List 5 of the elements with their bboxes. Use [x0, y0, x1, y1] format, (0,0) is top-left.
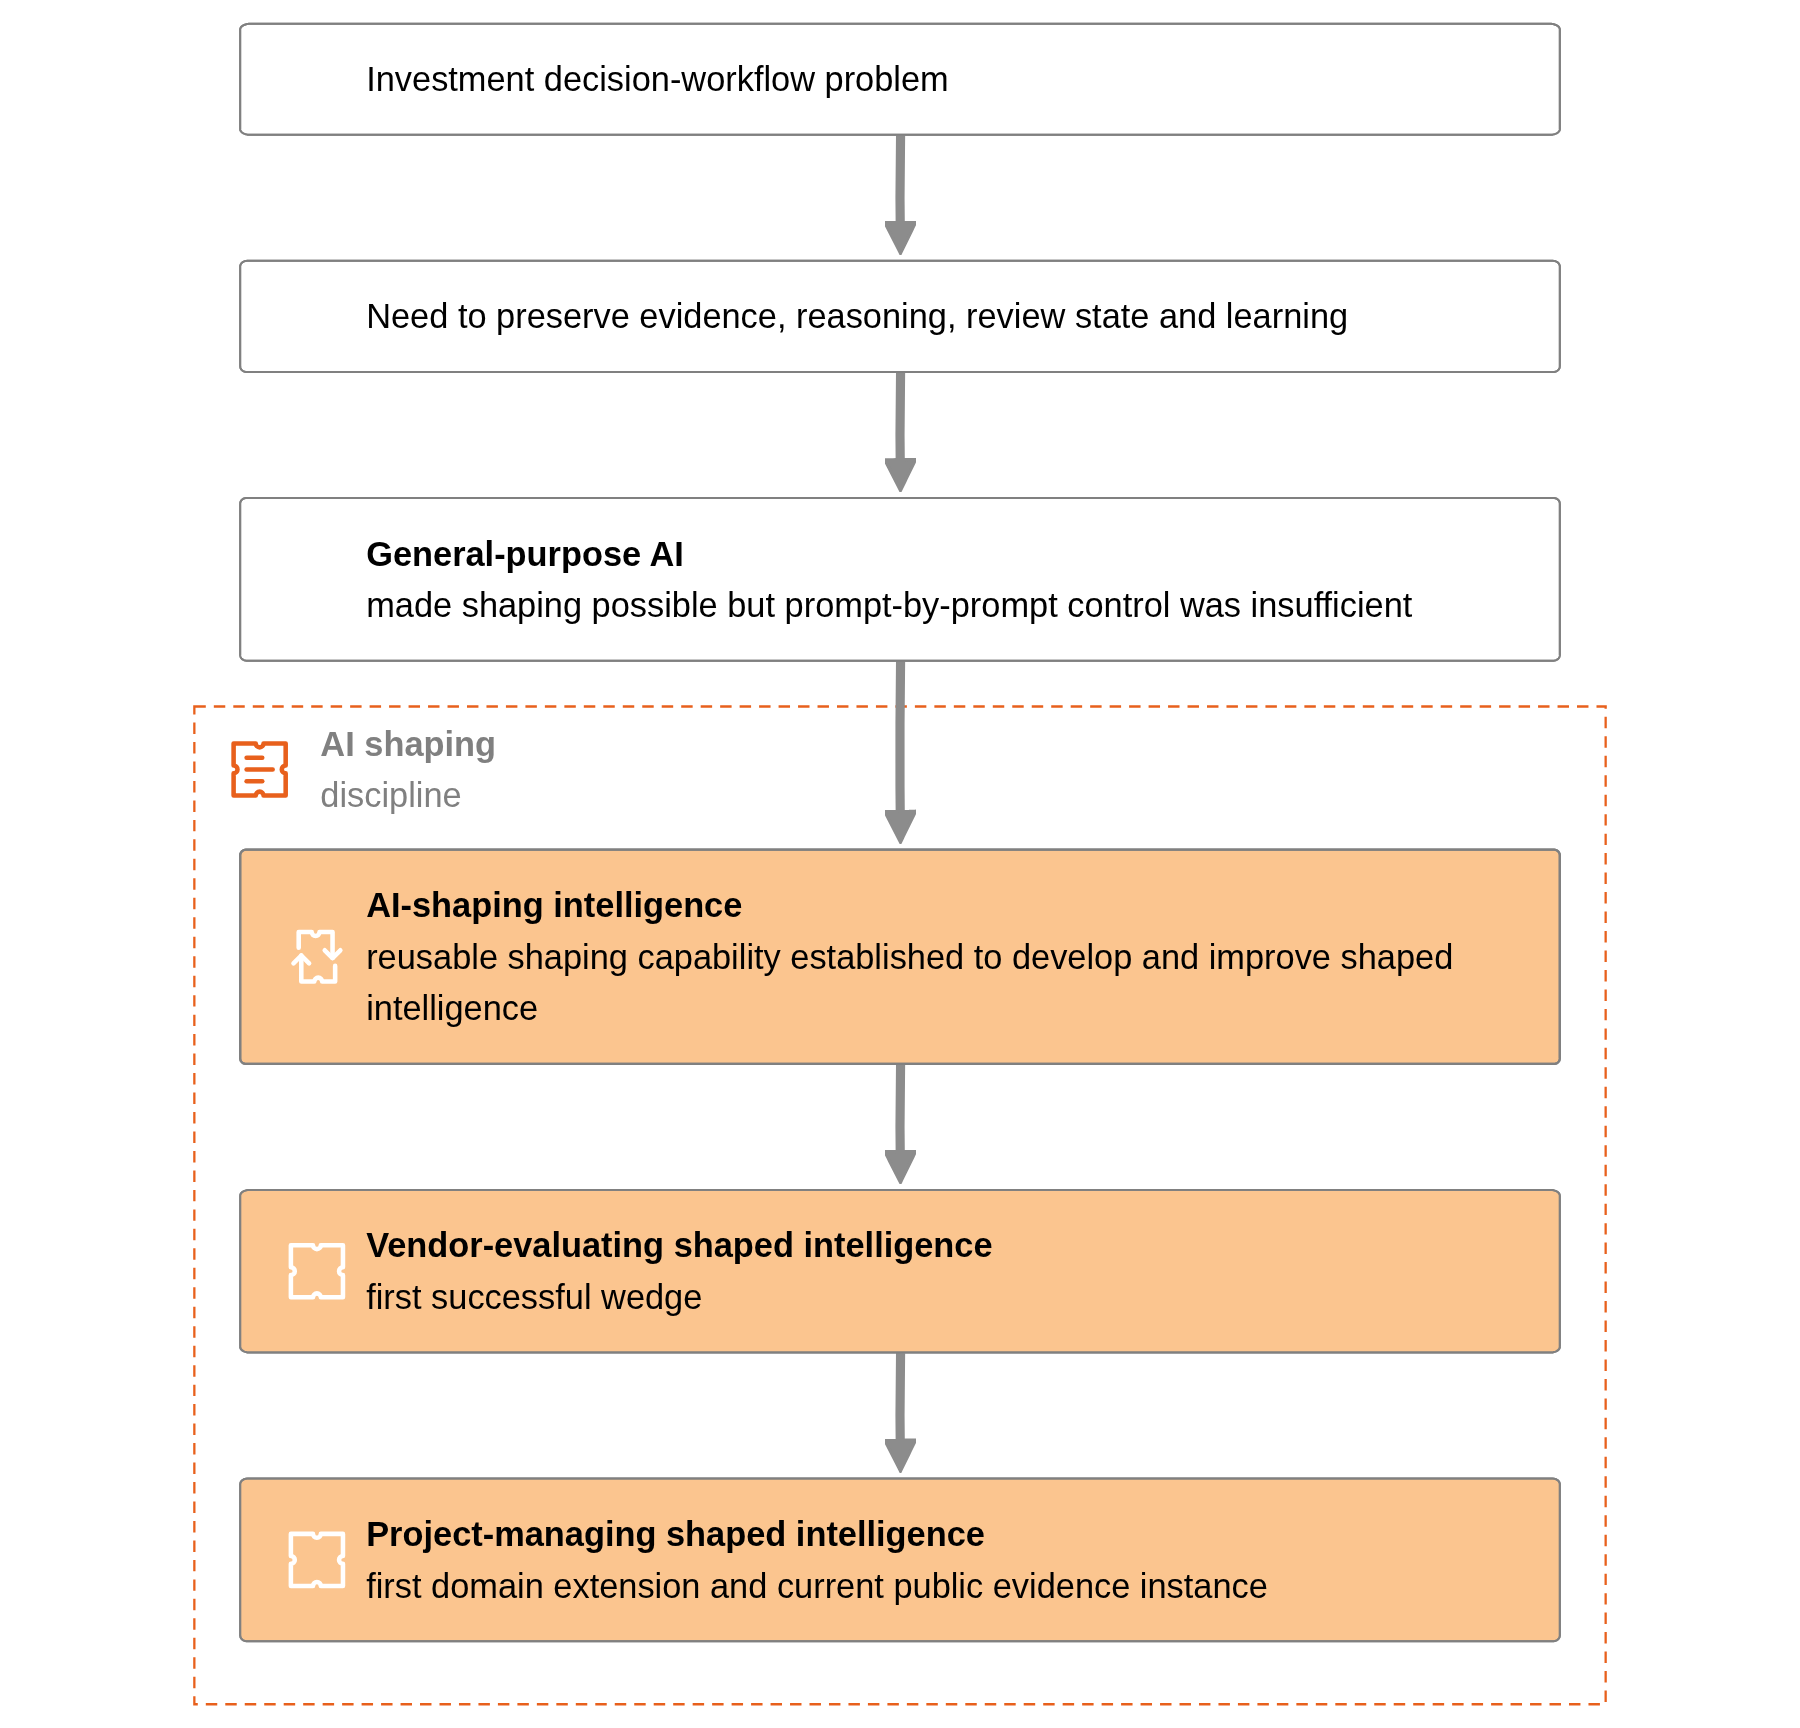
arrow [883, 1353, 918, 1473]
arrow [883, 1064, 918, 1184]
arrow [883, 135, 918, 255]
arrow [883, 661, 918, 844]
arrow [883, 372, 918, 493]
